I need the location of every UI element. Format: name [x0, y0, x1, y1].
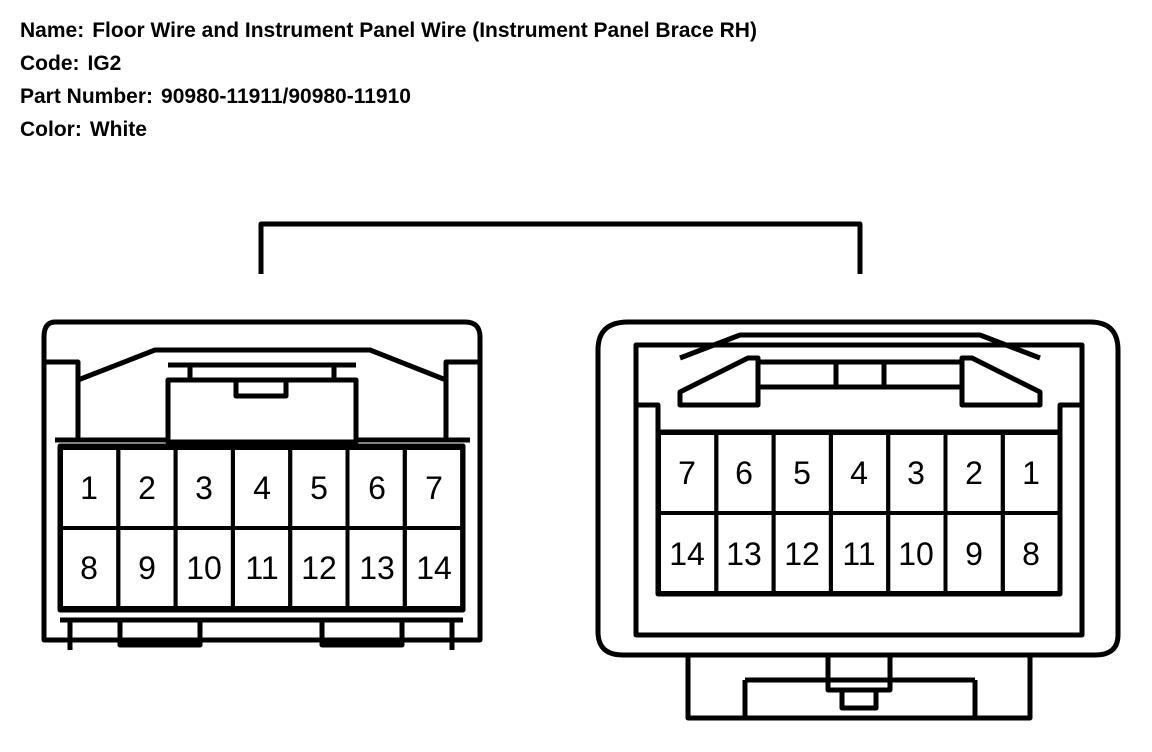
- mating-bracket: [258, 221, 863, 274]
- right-pin-label: 14: [669, 536, 705, 572]
- code-label: Code:: [20, 52, 80, 75]
- right-pin-label: 1: [1022, 455, 1040, 491]
- right-pin-cells: [657, 431, 1063, 595]
- right-connector-block-frame: [636, 402, 1082, 432]
- left-connector-inner-frame: [44, 359, 480, 440]
- left-connector-latch-tab: [233, 377, 289, 399]
- name-label: Name:: [20, 19, 85, 42]
- left-connector-latch: [165, 377, 359, 445]
- right-connector-base-lock: [685, 655, 1033, 721]
- name-value: Floor Wire and Instrument Panel Wire (In…: [92, 19, 757, 42]
- left-connector-roof: [77, 347, 447, 383]
- color-value: White: [89, 118, 147, 141]
- right-pin-label: 2: [965, 455, 983, 491]
- left-pin-label: 11: [245, 550, 278, 586]
- right-pin-label: 7: [678, 455, 696, 491]
- name-row: Name: Floor Wire and Instrument Panel Wir…: [20, 14, 757, 47]
- left-pin-label: 3: [195, 470, 213, 506]
- right-pin-label: 5: [793, 455, 811, 491]
- code-row: Code: IG2: [20, 47, 757, 80]
- left-pin-cells: [59, 446, 465, 610]
- left-pin-label: 1: [80, 470, 98, 506]
- right-connector-outer-shell: [595, 319, 1121, 658]
- left-pin-label: 8: [80, 550, 98, 586]
- part-number-row: Part Number: 90980-11911/90980-11910: [20, 80, 757, 113]
- right-connector-roof: [679, 332, 1041, 361]
- left-pin-label: 2: [138, 470, 156, 506]
- right-pin-cell: [1000, 511, 1063, 595]
- right-pin-label: 12: [784, 536, 820, 572]
- right-pin-label: 13: [726, 536, 762, 572]
- right-pin-label: 9: [965, 536, 983, 572]
- left-pin-label: 6: [368, 470, 386, 506]
- right-pin-label: 6: [735, 455, 753, 491]
- connector-info: Name: Floor Wire and Instrument Panel Wir…: [20, 14, 757, 146]
- part-number-value: 90980-11911/90980-11910: [161, 85, 411, 108]
- left-pin-label: 12: [301, 550, 337, 586]
- right-connector-right-rib: [959, 355, 1043, 408]
- code-value: IG2: [87, 52, 122, 75]
- right-connector-inner-shell: [633, 342, 1085, 638]
- right-connector: [595, 319, 1121, 721]
- right-pin-label: 8: [1022, 536, 1040, 572]
- right-connector-left-rib: [677, 355, 761, 408]
- right-pin-labels: 7 6 5 4 3 2 1 14 13 12 11 10 9 8: [669, 455, 1040, 572]
- part-number-label: Part Number:: [20, 85, 154, 108]
- left-pin-label: 9: [138, 550, 156, 586]
- left-pin-label: 14: [416, 550, 452, 586]
- left-pin-label: 7: [425, 470, 443, 506]
- right-pin-label: 3: [907, 455, 925, 491]
- right-pin-label: 11: [842, 536, 875, 572]
- left-pin-label: 4: [253, 470, 271, 506]
- left-pin-label: 5: [310, 470, 328, 506]
- right-connector-latch-bar: [758, 359, 962, 390]
- right-pin-label: 4: [850, 455, 868, 491]
- left-connector-latch-rail: [168, 362, 356, 380]
- left-pin-label: 10: [186, 550, 222, 586]
- left-connector-bottom-rail: [60, 617, 463, 650]
- right-pin-label: 10: [898, 536, 934, 572]
- left-pin-label: 13: [359, 550, 395, 586]
- color-label: Color:: [20, 118, 82, 141]
- left-pin-cell: [402, 526, 465, 610]
- left-pin-labels: 1 2 3 4 5 6 7 8 9 10 11 12 13 14: [80, 470, 452, 586]
- color-row: Color: White: [20, 113, 757, 146]
- left-connector-body: [41, 319, 483, 643]
